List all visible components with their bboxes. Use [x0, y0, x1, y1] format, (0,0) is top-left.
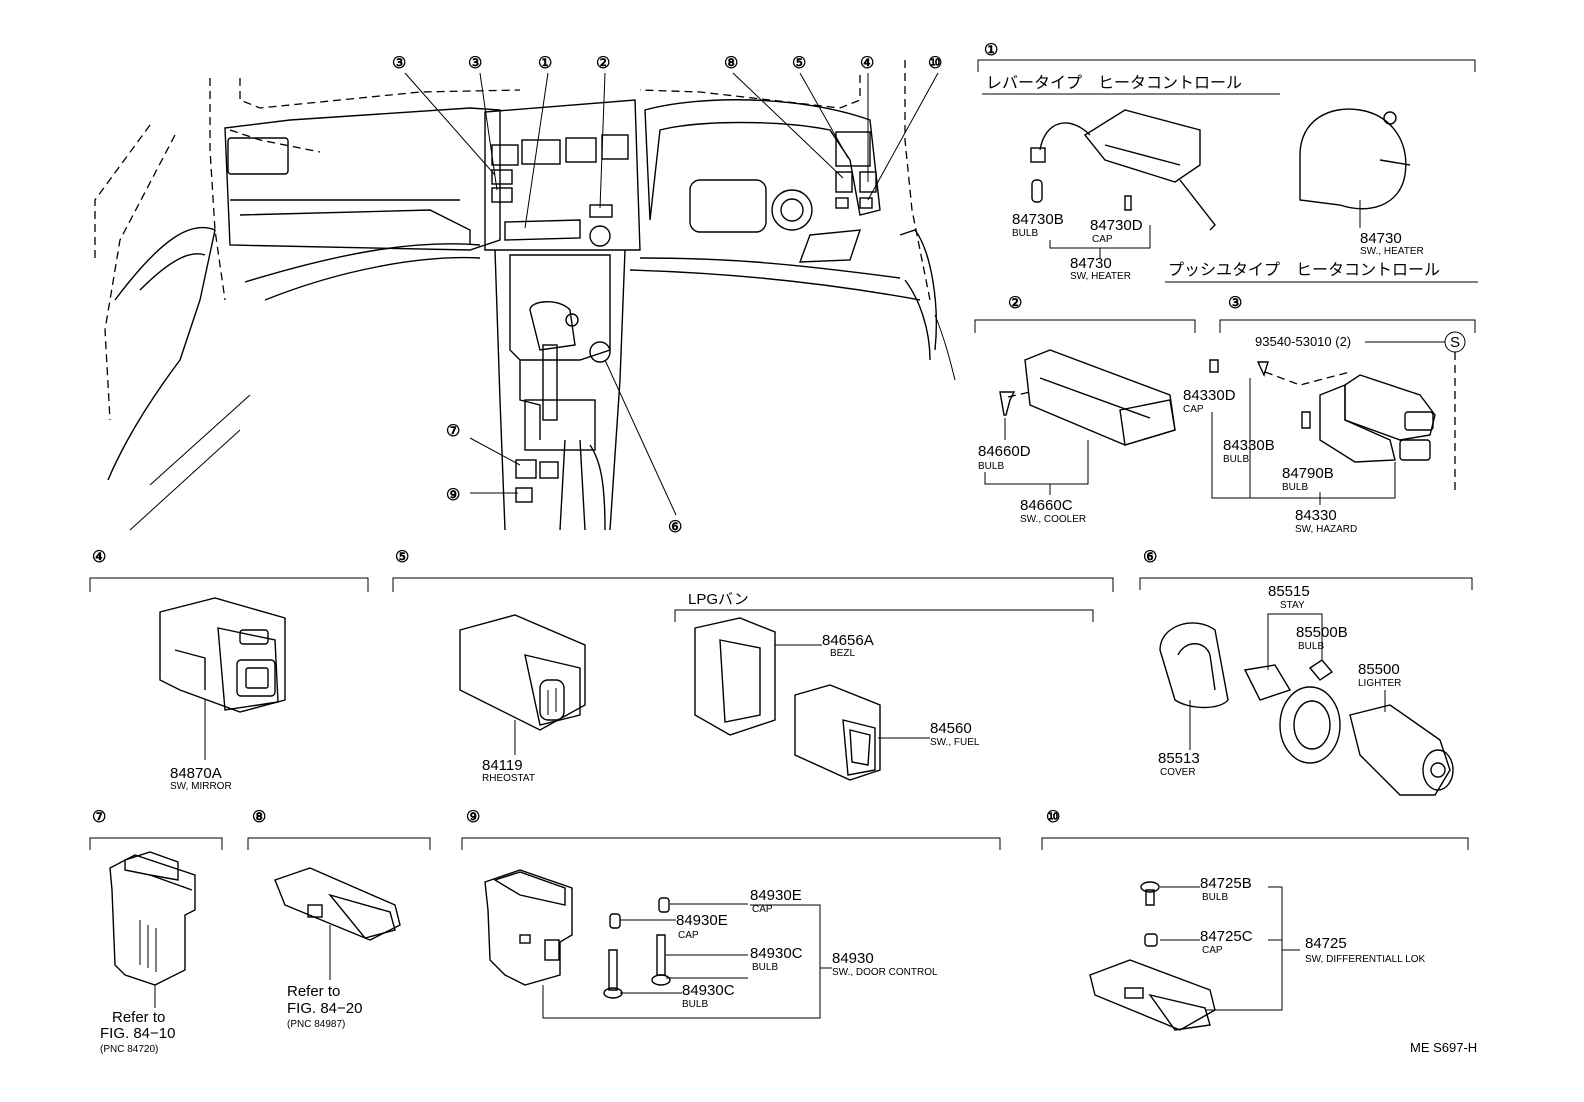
callout-1: ①: [538, 55, 552, 72]
part-84656A: 84656A: [822, 632, 874, 649]
part-84725: 84725: [1305, 935, 1347, 952]
part-84730-push-desc: SW., HEATER: [1360, 246, 1424, 257]
part-84660C: 84660C: [1020, 497, 1073, 514]
part-84725C: 84725C: [1200, 928, 1253, 945]
dashboard-overview: [94, 60, 956, 531]
section-5-number: ⑤: [395, 549, 409, 566]
part-84560: 84560: [930, 720, 972, 737]
callout-9: ⑨: [446, 487, 460, 504]
part-84119-desc: RHEOSTAT: [482, 773, 535, 784]
callout-8: ⑧: [724, 55, 738, 72]
section-4-number: ④: [92, 549, 106, 566]
part-84930C-1-desc: BULB: [752, 962, 778, 973]
part-85513-desc: COVER: [1160, 767, 1196, 778]
part-84730B-desc: BULB: [1012, 228, 1038, 239]
callout-3b: ③: [468, 55, 482, 72]
part-84730-lever-desc: SW, HEATER: [1070, 271, 1131, 282]
part-84725B-desc: BULB: [1202, 892, 1228, 903]
section-8: ⑧ Refer to FIG. 84−20 (PNC 84987): [247, 809, 431, 1030]
part-84330B: 84330B: [1223, 437, 1275, 454]
section-8-ref-1: Refer to: [287, 983, 340, 1000]
section-3: ③ 93540-53010 (2) S 84330D CAP 84330B BU…: [1183, 295, 1476, 535]
part-84930E-2-desc: CAP: [678, 930, 699, 941]
part-84930C-2: 84930C: [682, 982, 735, 999]
callout-4: ④: [860, 55, 874, 72]
section-7: ⑦ Refer to FIG. 84−10 (PNC 84720): [89, 809, 223, 1055]
part-84930: 84930: [832, 950, 874, 967]
part-84330: 84330: [1295, 507, 1337, 524]
callout-6: ⑥: [668, 519, 682, 536]
callout-2: ②: [596, 55, 610, 72]
part-84730D-desc: CAP: [1092, 234, 1113, 245]
part-84660D: 84660D: [978, 443, 1031, 460]
part-84930E-1-desc: CAP: [752, 904, 773, 915]
section-7-ref-3: (PNC 84720): [100, 1044, 158, 1055]
section-1-title-lever: レバータイプ ヒータコントロール: [986, 73, 1242, 92]
section-1-number: ①: [984, 42, 998, 59]
part-84870A: 84870A: [170, 765, 222, 782]
screw-mark: S: [1450, 334, 1460, 351]
part-84790B-desc: BULB: [1282, 482, 1308, 493]
section-4: ④ 84870A SW, MIRROR: [89, 549, 369, 792]
part-84725C-desc: CAP: [1202, 945, 1223, 956]
part-85500B: 85500B: [1296, 624, 1348, 641]
section-3-number: ③: [1228, 295, 1242, 312]
sheet-code: ME S697-H: [1410, 1040, 1477, 1055]
part-84730-push: 84730: [1360, 230, 1402, 247]
callout-3a: ③: [392, 55, 406, 72]
part-84930E-1: 84930E: [750, 887, 802, 904]
part-84119: 84119: [482, 757, 523, 774]
part-84730B: 84730B: [1012, 211, 1064, 228]
part-84330-desc: SW, HAZARD: [1295, 524, 1357, 535]
part-85515: 85515: [1268, 583, 1310, 600]
section-10: ⑩ 84725B BULB 84725C CAP 84725 SW, DIFFE…: [1041, 809, 1469, 1031]
section-6: ⑥ 85515 STAY 85500B BULB 85500 LIGHTER 8…: [1139, 549, 1473, 796]
part-84730-lever: 84730: [1070, 255, 1112, 272]
part-84330B-desc: BULB: [1223, 454, 1249, 465]
part-84725-desc: SW, DIFFERENTIALL LOK: [1305, 954, 1426, 965]
section-8-number: ⑧: [252, 809, 266, 826]
part-85515-desc: STAY: [1280, 600, 1305, 611]
section-7-ref-1: Refer to: [112, 1009, 165, 1026]
section-7-ref-2: FIG. 84−10: [100, 1025, 175, 1042]
section-2-number: ②: [1008, 295, 1022, 312]
section-1: ① レバータイプ ヒータコントロール 84730B BULB 84730D CA…: [977, 42, 1478, 283]
section-8-ref-3: (PNC 84987): [287, 1019, 345, 1030]
part-84930C-2-desc: BULB: [682, 999, 708, 1010]
part-84930-desc: SW., DOOR CONTROL: [832, 967, 938, 978]
section-9-number: ⑨: [466, 809, 480, 826]
callout-10: ⑩: [928, 55, 942, 72]
part-84656A-desc: BEZL: [830, 648, 855, 659]
section-10-number: ⑩: [1046, 809, 1060, 826]
part-84730D: 84730D: [1090, 217, 1143, 234]
part-84330D: 84330D: [1183, 387, 1236, 404]
section-2: ② 84660D BULB 84660C SW., COOLER: [974, 295, 1196, 525]
part-85500: 85500: [1358, 661, 1400, 678]
part-85500-desc: LIGHTER: [1358, 678, 1401, 689]
part-84930E-2: 84930E: [676, 912, 728, 929]
part-85513: 85513: [1158, 750, 1200, 767]
section-9: ⑨ 84930E CAP 84930E CAP 84930C BULB 8493…: [461, 809, 1001, 1019]
part-84330D-desc: CAP: [1183, 404, 1204, 415]
section-7-number: ⑦: [92, 809, 106, 826]
part-84790B: 84790B: [1282, 465, 1334, 482]
part-84560-desc: SW., FUEL: [930, 737, 980, 748]
section-1-title-push: プッシユタイプ ヒータコントロール: [1168, 260, 1440, 279]
callout-5: ⑤: [792, 55, 806, 72]
overview-callouts: ③ ③ ① ② ⑧ ⑤ ④ ⑩ ⑦ ⑨ ⑥: [392, 55, 942, 536]
part-84660C-desc: SW., COOLER: [1020, 514, 1086, 525]
screw-93540: 93540-53010 (2): [1255, 334, 1351, 349]
part-84930C-1: 84930C: [750, 945, 803, 962]
part-85500B-desc: BULB: [1298, 641, 1324, 652]
section-6-number: ⑥: [1143, 549, 1157, 566]
section-5: ⑤ 84119 RHEOSTAT LPGバン 84656A BEZL 84560…: [392, 549, 1114, 784]
section-8-ref-2: FIG. 84−20: [287, 1000, 362, 1017]
lpg-label: LPGバン: [688, 591, 749, 608]
part-84660D-desc: BULB: [978, 461, 1004, 472]
part-84870A-desc: SW, MIRROR: [170, 781, 232, 792]
callout-7: ⑦: [446, 423, 460, 440]
part-84725B: 84725B: [1200, 875, 1252, 892]
